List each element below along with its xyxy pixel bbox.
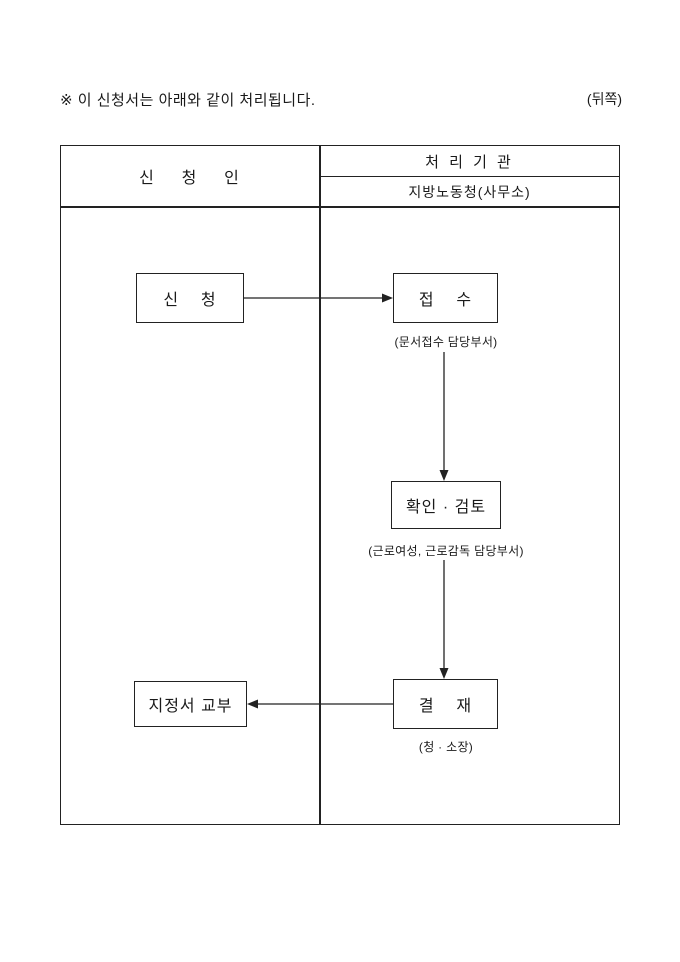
processing-note: ※ 이 신청서는 아래와 같이 처리됩니다. — [60, 92, 316, 109]
back-side-label: (뒤쪽) — [586, 91, 622, 107]
approval-caption: (청 · 소장) — [418, 740, 474, 754]
processing-flow-table: 신 청 인 처 리 기 관 지방노동청(사무소) 신 청 접 수 (문서접수 담… — [60, 145, 620, 825]
header-bottom-divider — [61, 206, 619, 208]
column-divider — [319, 146, 321, 824]
review-box: 확인 · 검토 — [391, 481, 501, 529]
agency-column-header: 처 리 기 관 — [425, 153, 514, 171]
issue-certificate-box: 지정서 교부 — [134, 681, 247, 727]
receipt-caption: (문서접수 담당부서) — [394, 335, 498, 349]
review-caption: (근로여성, 근로감독 담당부서) — [368, 544, 524, 558]
receipt-box: 접 수 — [393, 273, 498, 323]
approval-box: 결 재 — [393, 679, 498, 729]
agency-header-divider — [320, 176, 619, 177]
agency-sub-header: 지방노동청(사무소) — [408, 183, 531, 200]
apply-box: 신 청 — [136, 273, 244, 323]
applicant-column-header: 신 청 인 — [139, 170, 241, 187]
